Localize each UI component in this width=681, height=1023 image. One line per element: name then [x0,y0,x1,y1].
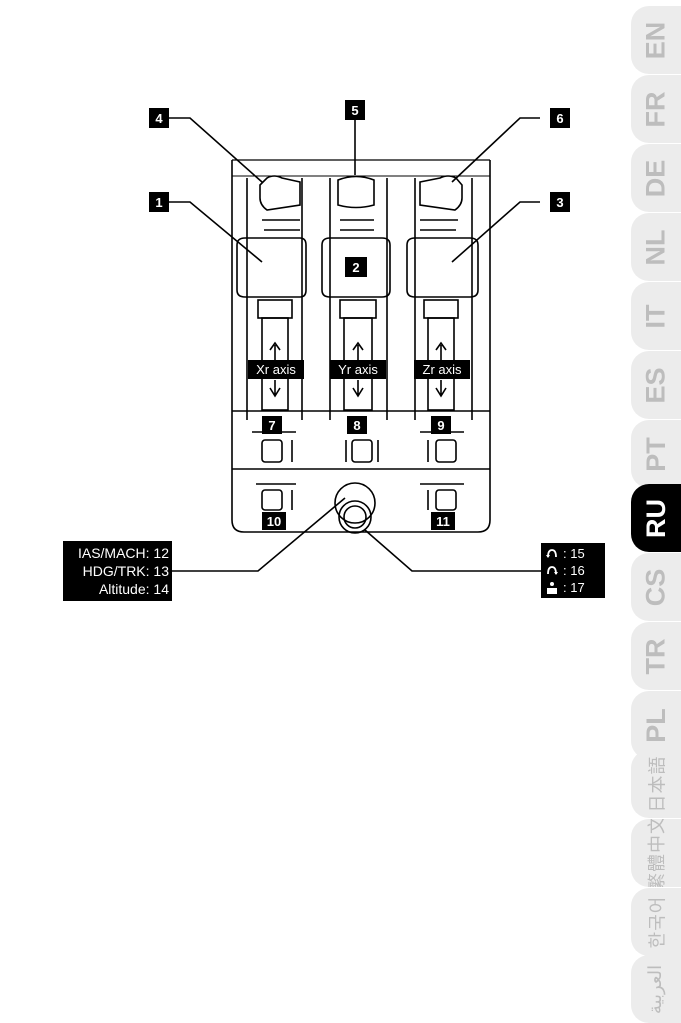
action-row-15: : 15 [545,545,601,562]
rotary-modes-callout: IAS/MACH: 12 HDG/TRK: 13 Altitude: 14 [63,541,172,601]
axis-label-zr: Zr axis [423,362,463,377]
axis-label-xr: Xr axis [256,362,296,377]
lang-tab-pt[interactable]: PT [631,420,681,488]
callout-5: 5 [351,103,358,118]
callout-1: 1 [155,195,162,210]
action-15: : 15 [563,545,585,562]
lever-right[interactable] [407,176,478,420]
rotary-actions-callout: : 15 : 16 : 17 [541,543,605,598]
lang-tab-label: العربية [645,964,666,1013]
action-row-17: : 17 [545,579,601,596]
lang-tab-label: CS [640,568,671,606]
lang-tab-it[interactable]: IT [631,282,681,350]
mode-altitude: Altitude: 14 [63,580,169,598]
mode-ias-mach: IAS/MACH: 12 [63,544,169,562]
lang-tab-label: PT [640,437,671,472]
callout-4: 4 [155,111,163,126]
lang-tab-label: RU [641,499,672,538]
lang-tab-label: 한국어 [643,896,669,949]
lang-tab-ja[interactable]: 日本語 [631,750,681,818]
rotate-right-icon [545,564,559,578]
lang-tab-label: EN [640,21,671,59]
lever-left[interactable] [237,176,306,420]
lang-tab-label: FR [641,91,672,127]
lang-tab-tr[interactable]: TR [631,622,681,690]
callout-10: 10 [267,514,281,529]
action-row-16: : 16 [545,562,601,579]
lang-tab-label: NL [641,229,672,265]
language-tabs: EN FR DE NL IT ES PT RU CS TR PL 日本語 繁體中… [631,0,681,1022]
switch-9[interactable] [420,432,464,462]
lang-tab-label: PL [640,708,671,743]
action-16: : 16 [563,562,585,579]
rotary-selector[interactable] [335,483,375,533]
callout-7: 7 [268,418,275,433]
callout-6: 6 [556,111,563,126]
lang-tab-es[interactable]: ES [631,351,681,419]
lang-tab-pl[interactable]: PL [631,691,681,759]
lang-tab-label: 日本語 [643,756,669,813]
switch-8[interactable] [346,440,378,462]
callout-11: 11 [436,514,450,529]
lang-tab-ko[interactable]: 한국어 [631,888,681,956]
lang-tab-zh[interactable]: 繁體中文 [631,819,681,887]
lang-tab-label: ES [641,367,672,403]
action-17: : 17 [563,579,585,596]
callout-8: 8 [353,418,360,433]
mode-hdg-trk: HDG/TRK: 13 [63,562,169,580]
lang-tab-label: TR [641,638,672,674]
lang-tab-fr[interactable]: FR [631,75,681,143]
lang-tab-label: IT [641,304,672,328]
rotate-left-icon [545,547,559,561]
switch-7[interactable] [252,432,296,462]
lang-tab-ru[interactable]: RU [631,484,681,552]
lang-tab-de[interactable]: DE [631,144,681,212]
axis-label-yr: Yr axis [338,362,378,377]
callout-9: 9 [437,418,444,433]
lever-middle[interactable] [322,177,390,421]
switch-11[interactable] [420,484,464,510]
lang-tab-nl[interactable]: NL [631,213,681,281]
switch-10[interactable] [256,484,296,510]
callout-3: 3 [556,195,563,210]
lang-tab-cs[interactable]: CS [631,553,681,621]
lang-tab-ar[interactable]: العربية [631,955,681,1023]
push-button-icon [545,581,559,595]
lang-tab-en[interactable]: EN [631,6,681,74]
lang-tab-label: DE [640,159,671,197]
lang-tab-label: 繁體中文 [643,819,669,887]
callout-2: 2 [352,260,359,275]
